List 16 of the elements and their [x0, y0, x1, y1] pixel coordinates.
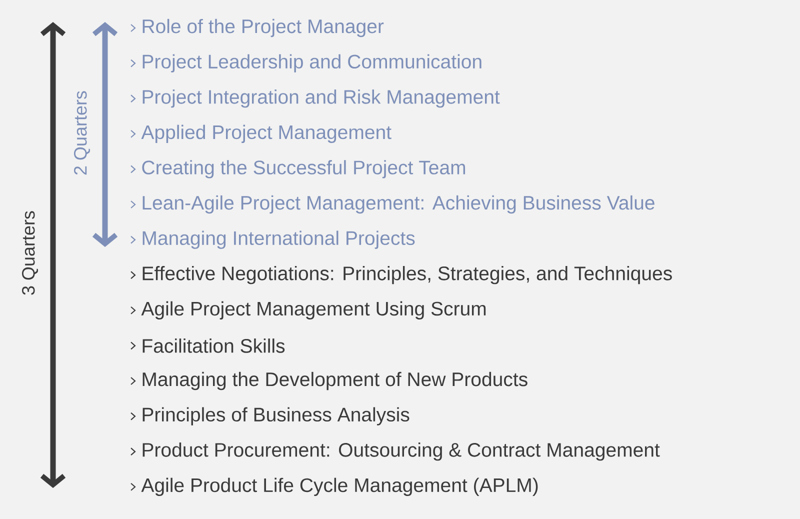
- course-title: Project Leadership and Communication: [142, 54, 482, 72]
- course-title: Lean-Agile Project Management: Achieving Business Value: [142, 195, 654, 214]
- course-title: Facilitation Skills: [142, 338, 285, 353]
- dimension-label: 3 Quarters: [22, 211, 38, 295]
- course-title: Project Integration and Risk Management: [142, 90, 500, 108]
- dimension-label: 2 Quarters: [74, 91, 90, 175]
- course-title: Creating the Successful Project Team: [142, 160, 466, 178]
- course-title: Principles of Business Analysis: [142, 407, 410, 426]
- course-title: Applied Project Management: [141, 124, 392, 143]
- course-title: Product Procurement: Outsourcing & Contract Management: [142, 442, 660, 461]
- course-title: Agile Project Management Using Scrum: [141, 301, 486, 320]
- course-title: Managing International Projects: [142, 230, 415, 249]
- course-title: Effective Negotiations: Principles, Strategies, and Techniques: [142, 266, 672, 284]
- course-title: Managing the Development of New Products: [142, 372, 528, 390]
- course-title: Role of the Project Manager: [142, 18, 384, 38]
- course-title: Agile Product Life Cycle Management (APLM): [141, 478, 538, 496]
